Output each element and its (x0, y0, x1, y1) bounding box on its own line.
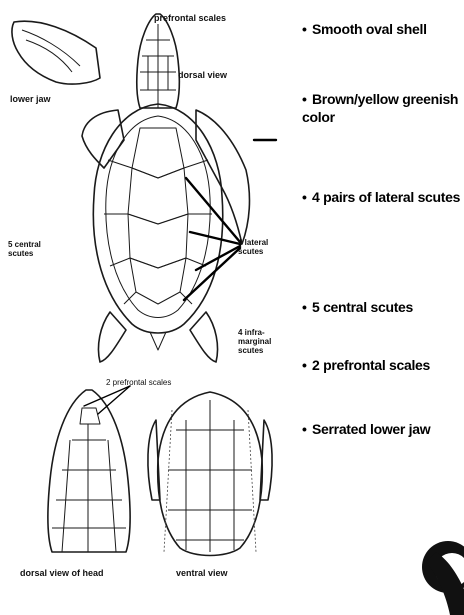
ventral-view-drawing (148, 392, 272, 556)
label-ventral-view: ventral view (176, 568, 228, 578)
feature-item: •2 prefrontal scales (302, 356, 464, 374)
label-prefrontal-scales: prefrontal scales (154, 13, 226, 23)
head-dorsal-main (137, 14, 180, 108)
feature-item: •Brown/yellow greenish color (302, 90, 464, 126)
feature-item: •Smooth oval shell (302, 20, 464, 38)
noaa-logo-icon (422, 541, 464, 615)
carapace (93, 104, 222, 333)
head-dorsal-detail (48, 386, 130, 552)
feature-item: •5 central scutes (302, 298, 464, 316)
label-lateral-scutes: 4 lateral scutes (238, 238, 282, 256)
label-central-scutes: 5 central scutes (8, 240, 56, 258)
label-dorsal-view-of-head: dorsal view of head (20, 568, 104, 578)
label-two-prefrontal-scales: 2 prefrontal scales (106, 378, 171, 387)
lateral-scute-arrows (184, 140, 276, 300)
feature-item: •4 pairs of lateral scutes (302, 188, 464, 206)
rear-flippers (98, 312, 217, 362)
label-dorsal-view: dorsal view (178, 70, 227, 80)
label-lower-jaw: lower jaw (10, 94, 51, 104)
label-inframarginal-scutes: 4 infra-marginal scutes (238, 328, 288, 356)
lower-jaw-sketch (12, 21, 100, 84)
feature-item: •Serrated lower jaw (302, 420, 464, 438)
